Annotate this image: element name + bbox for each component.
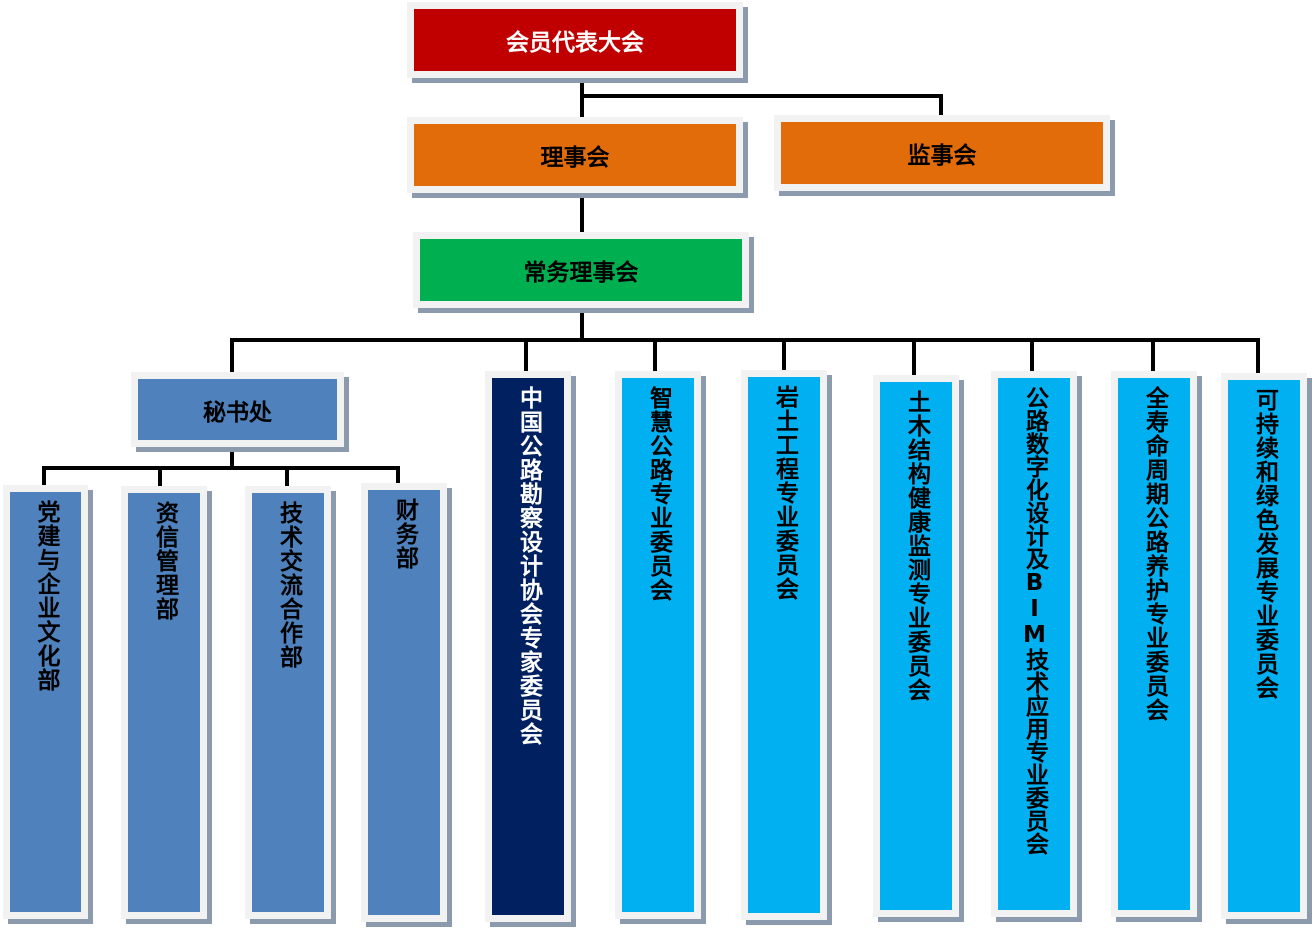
standing-board-label: 常务理事会 <box>420 239 742 301</box>
supervisory-board-label: 监事会 <box>781 122 1103 184</box>
connector-line <box>782 338 786 374</box>
general-assembly-label: 会员代表大会 <box>414 9 736 71</box>
committee-label: 公路数字化设计及BIM技术应用专业委员会 <box>1021 386 1048 855</box>
connector-line <box>939 94 943 122</box>
connector-line <box>158 466 162 488</box>
department-label: 技术交流合作部 <box>275 501 302 669</box>
committee-label: 中国公路勘察设计协会专家委员会 <box>515 386 542 746</box>
connector-line <box>42 466 46 488</box>
committee-label: 土木结构健康监测专业委员会 <box>903 390 930 702</box>
connector-line <box>230 440 234 470</box>
board-label: 理事会 <box>414 124 736 186</box>
connector-line <box>1151 338 1155 374</box>
connector-line <box>912 338 916 376</box>
committee-box: 土木结构健康监测专业委员会 <box>873 375 959 917</box>
connector-line <box>580 301 584 341</box>
committee-box: 中国公路勘察设计协会专家委员会 <box>485 371 571 922</box>
secretariat-label: 秘书处 <box>138 379 337 440</box>
general-assembly-box: 会员代表大会 <box>407 2 743 78</box>
committee-label: 智慧公路专业委员会 <box>645 386 672 602</box>
supervisory-board-box: 监事会 <box>774 115 1110 191</box>
department-box: 财务部 <box>361 483 447 922</box>
department-label: 资信管理部 <box>151 501 178 621</box>
connector-line <box>1256 338 1260 376</box>
connector-line <box>580 71 584 126</box>
department-box: 资信管理部 <box>121 486 207 919</box>
committee-box: 公路数字化设计及BIM技术应用专业委员会 <box>991 371 1077 917</box>
connector-line <box>42 466 400 470</box>
connector-line <box>580 186 584 240</box>
committee-label: 全寿命周期公路养护专业委员会 <box>1141 386 1168 722</box>
secretariat-box: 秘书处 <box>131 372 344 447</box>
committee-label: 岩土工程专业委员会 <box>771 385 798 601</box>
department-box: 党建与企业文化部 <box>3 485 88 919</box>
connector-line <box>1030 338 1034 374</box>
committee-box: 岩土工程专业委员会 <box>741 370 827 920</box>
connector-line <box>396 466 400 488</box>
connector-line <box>580 94 943 98</box>
connector-line <box>653 338 657 374</box>
connector-line <box>524 338 528 374</box>
department-label: 党建与企业文化部 <box>33 500 59 692</box>
connector-line <box>285 466 289 488</box>
department-label: 财务部 <box>391 498 418 570</box>
committee-label: 可持续和绿色发展专业委员会 <box>1251 388 1278 700</box>
committee-box: 全寿命周期公路养护专业委员会 <box>1111 371 1197 917</box>
department-box: 技术交流合作部 <box>245 486 331 919</box>
standing-board-box: 常务理事会 <box>413 232 749 308</box>
committee-box: 可持续和绿色发展专业委员会 <box>1221 373 1307 919</box>
committee-box: 智慧公路专业委员会 <box>615 371 701 919</box>
connector-line <box>230 338 1260 342</box>
connector-line <box>230 338 234 374</box>
board-box: 理事会 <box>407 117 743 193</box>
